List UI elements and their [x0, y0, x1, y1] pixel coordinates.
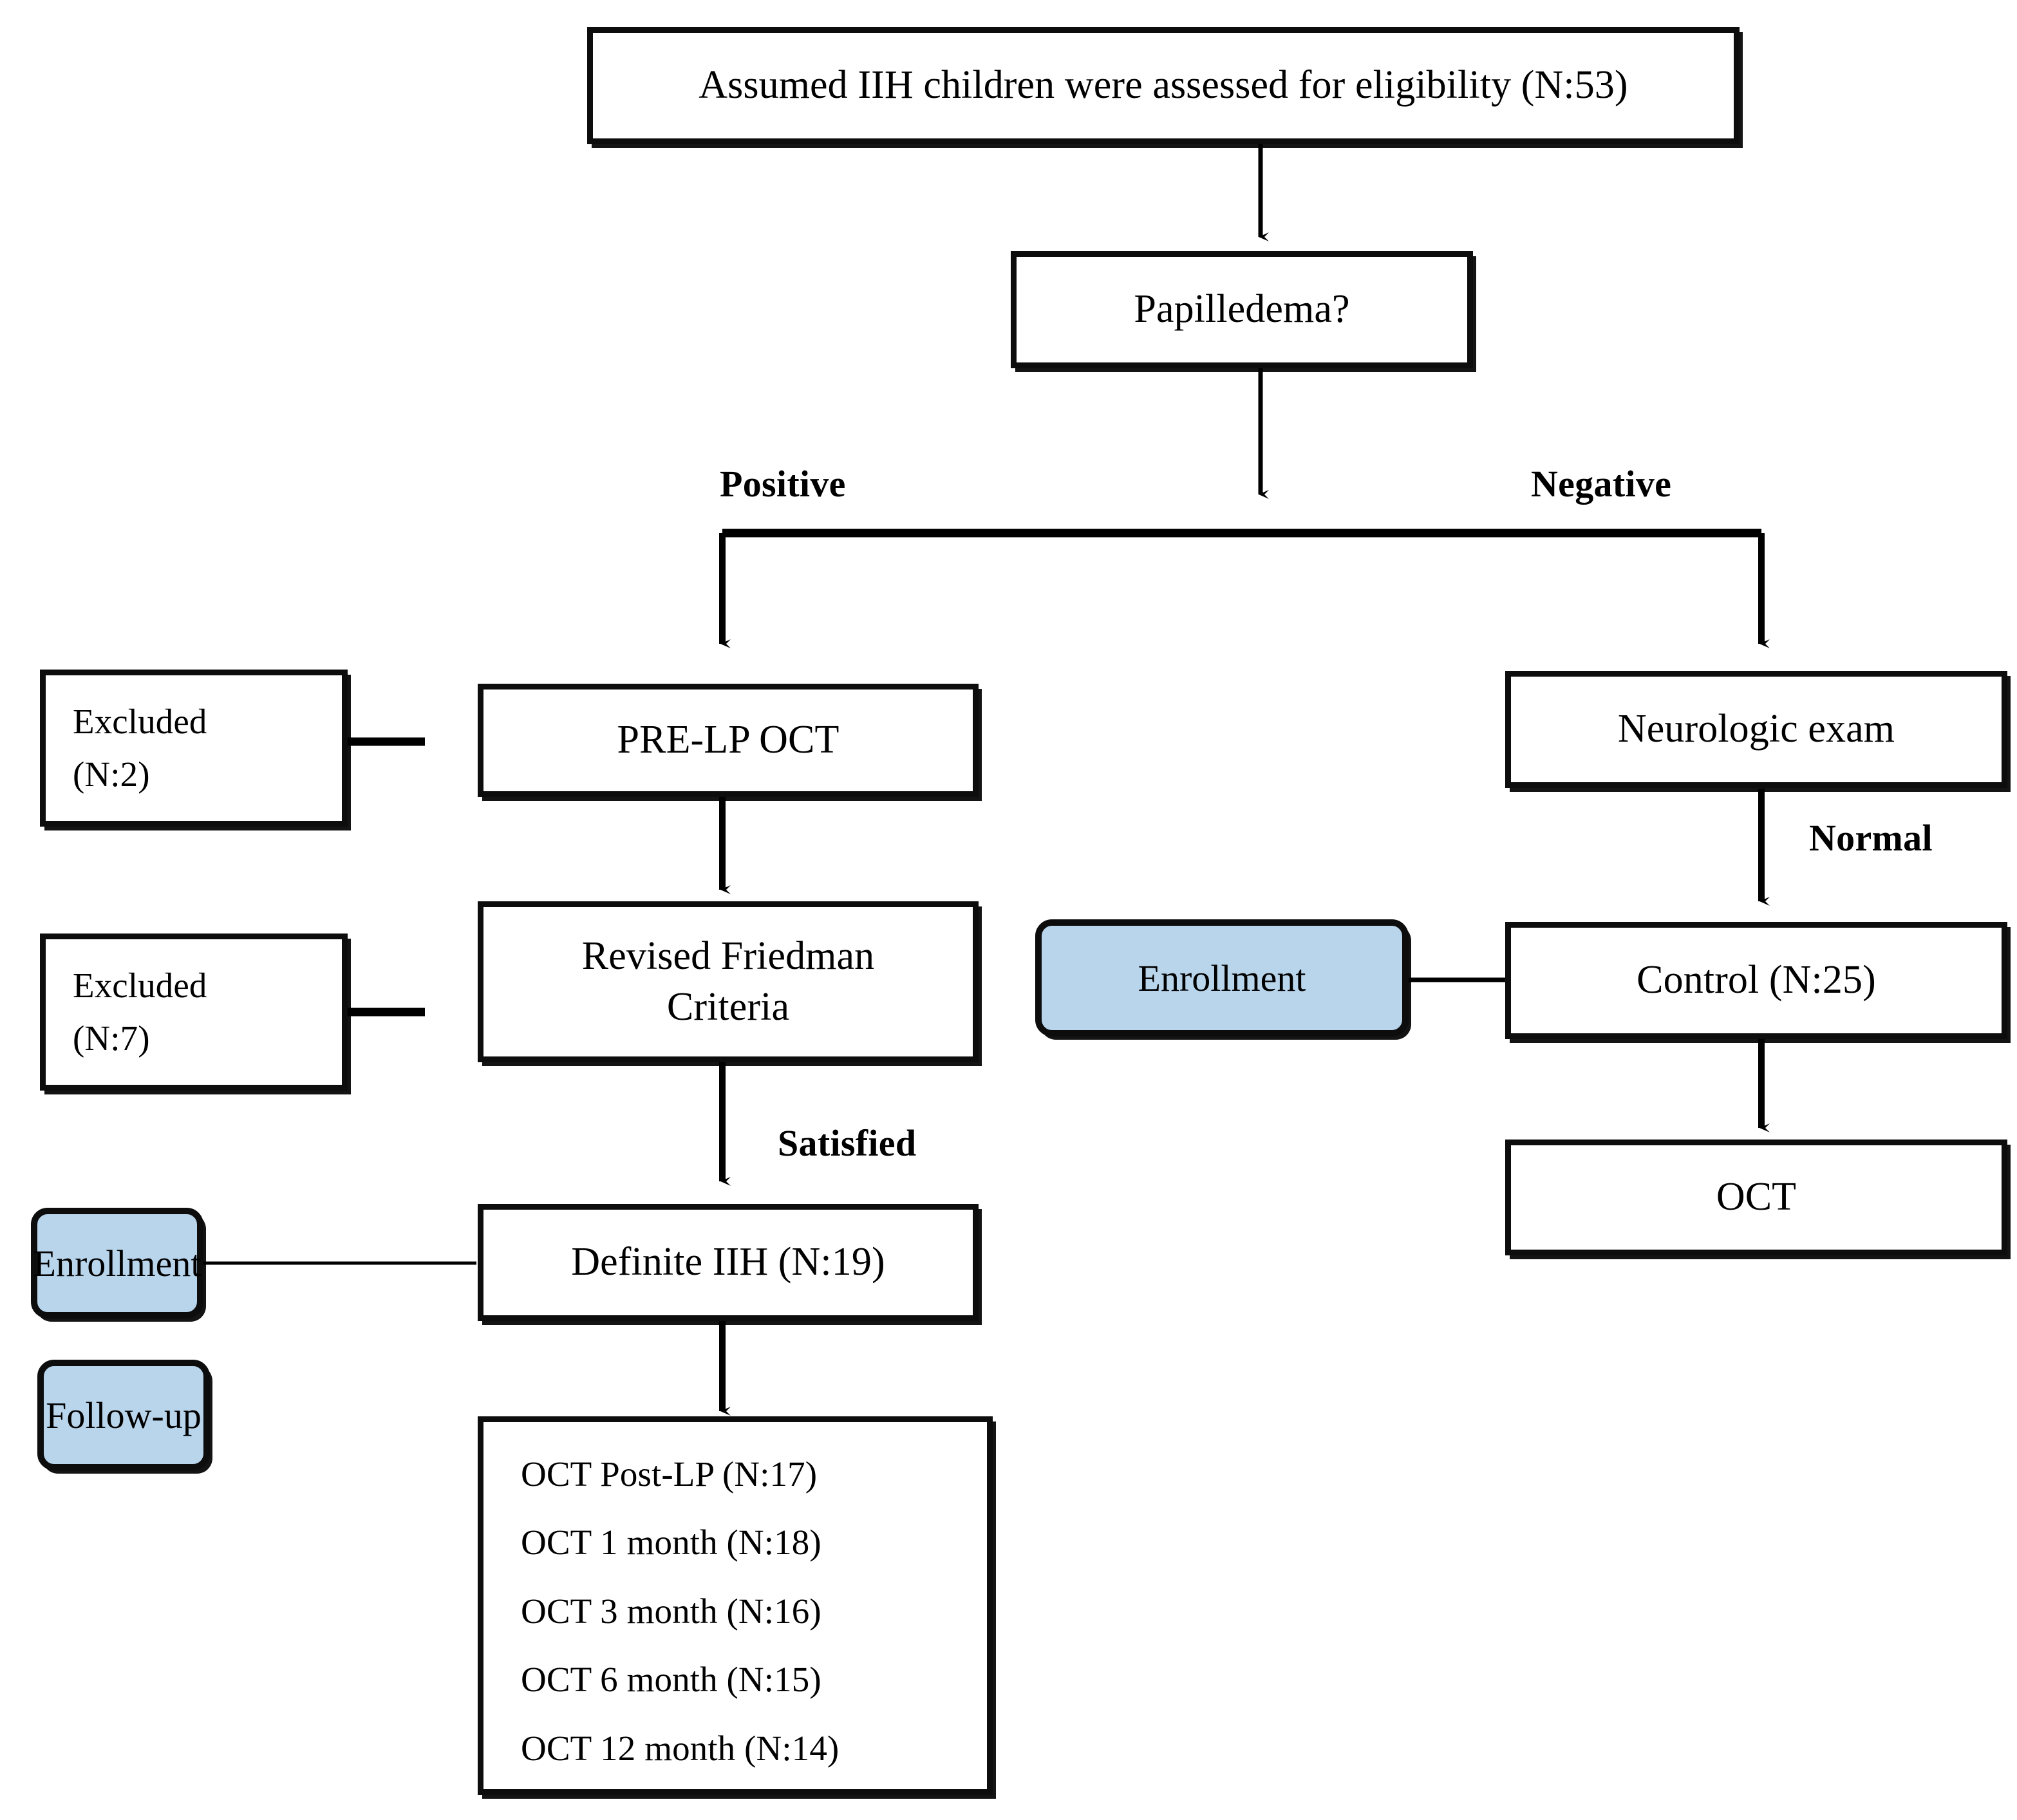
node-excluded-n2-line2: (N:2) — [73, 755, 150, 794]
list-item: OCT Post-LP (N:17) — [521, 1454, 818, 1494]
node-neurologic-exam[interactable]: Neurologic exam — [1505, 671, 2007, 788]
node-oct-control-arm[interactable]: OCT — [1505, 1140, 2007, 1255]
node-control-label: Control (N:25) — [1637, 958, 1876, 1002]
phase-chip-enrollment-left-label: Enrollment — [33, 1242, 202, 1284]
node-control[interactable]: Control (N:25) — [1505, 922, 2007, 1039]
node-excluded-n7-line1: Excluded — [73, 965, 207, 1005]
phase-chip-followup[interactable]: Follow-up — [37, 1360, 210, 1470]
node-papilledema[interactable]: Papilledema? — [1011, 251, 1473, 368]
node-excluded-n7[interactable]: Excluded (N:7) — [40, 933, 348, 1091]
edge-label-positive: Positive — [720, 463, 846, 505]
node-excluded-n7-line2: (N:7) — [73, 1018, 150, 1058]
list-item: OCT 1 month (N:18) — [521, 1523, 821, 1562]
phase-chip-followup-label: Follow-up — [46, 1394, 202, 1436]
node-definite-iih[interactable]: Definite IIH (N:19) — [478, 1204, 979, 1321]
node-oct-control-arm-label: OCT — [1716, 1175, 1797, 1219]
node-pre-lp-oct-label: PRE-LP OCT — [617, 718, 840, 762]
phase-chip-enrollment-right-label: Enrollment — [1138, 957, 1306, 999]
node-papilledema-label: Papilledema? — [1134, 287, 1350, 332]
node-neurologic-exam-label: Neurologic exam — [1617, 707, 1895, 751]
followup-oct-list-lines: OCT Post-LP (N:17) OCT 1 month (N:18) OC… — [483, 1422, 987, 1794]
phase-chip-enrollment-left[interactable]: Enrollment — [31, 1208, 203, 1318]
node-revised-friedman-criteria[interactable]: Revised Friedman Criteria — [478, 901, 979, 1062]
node-followup-oct-list[interactable]: OCT Post-LP (N:17) OCT 1 month (N:18) OC… — [478, 1416, 993, 1795]
edge-label-normal: Normal — [1809, 817, 1933, 859]
list-item: OCT 6 month (N:15) — [521, 1660, 821, 1700]
list-item: OCT 12 month (N:14) — [521, 1728, 840, 1768]
node-assessed-label: Assumed IIH children were assessed for e… — [699, 63, 1628, 108]
edge-label-negative: Negative — [1531, 463, 1672, 505]
node-definite-iih-label: Definite IIH (N:19) — [571, 1240, 885, 1284]
node-excluded-n2-line1: Excluded — [73, 701, 207, 741]
node-excluded-n2[interactable]: Excluded (N:2) — [40, 670, 348, 827]
edge-label-satisfied: Satisfied — [778, 1122, 917, 1164]
node-revised-friedman-line1: Revised Friedman — [581, 933, 875, 978]
list-item: OCT 3 month (N:16) — [521, 1591, 821, 1631]
node-pre-lp-oct[interactable]: PRE-LP OCT — [478, 684, 979, 797]
node-assessed-for-eligibility[interactable]: Assumed IIH children were assessed for e… — [587, 27, 1740, 144]
phase-chip-enrollment-right[interactable]: Enrollment — [1035, 919, 1409, 1037]
node-revised-friedman-line2: Criteria — [666, 985, 790, 1029]
